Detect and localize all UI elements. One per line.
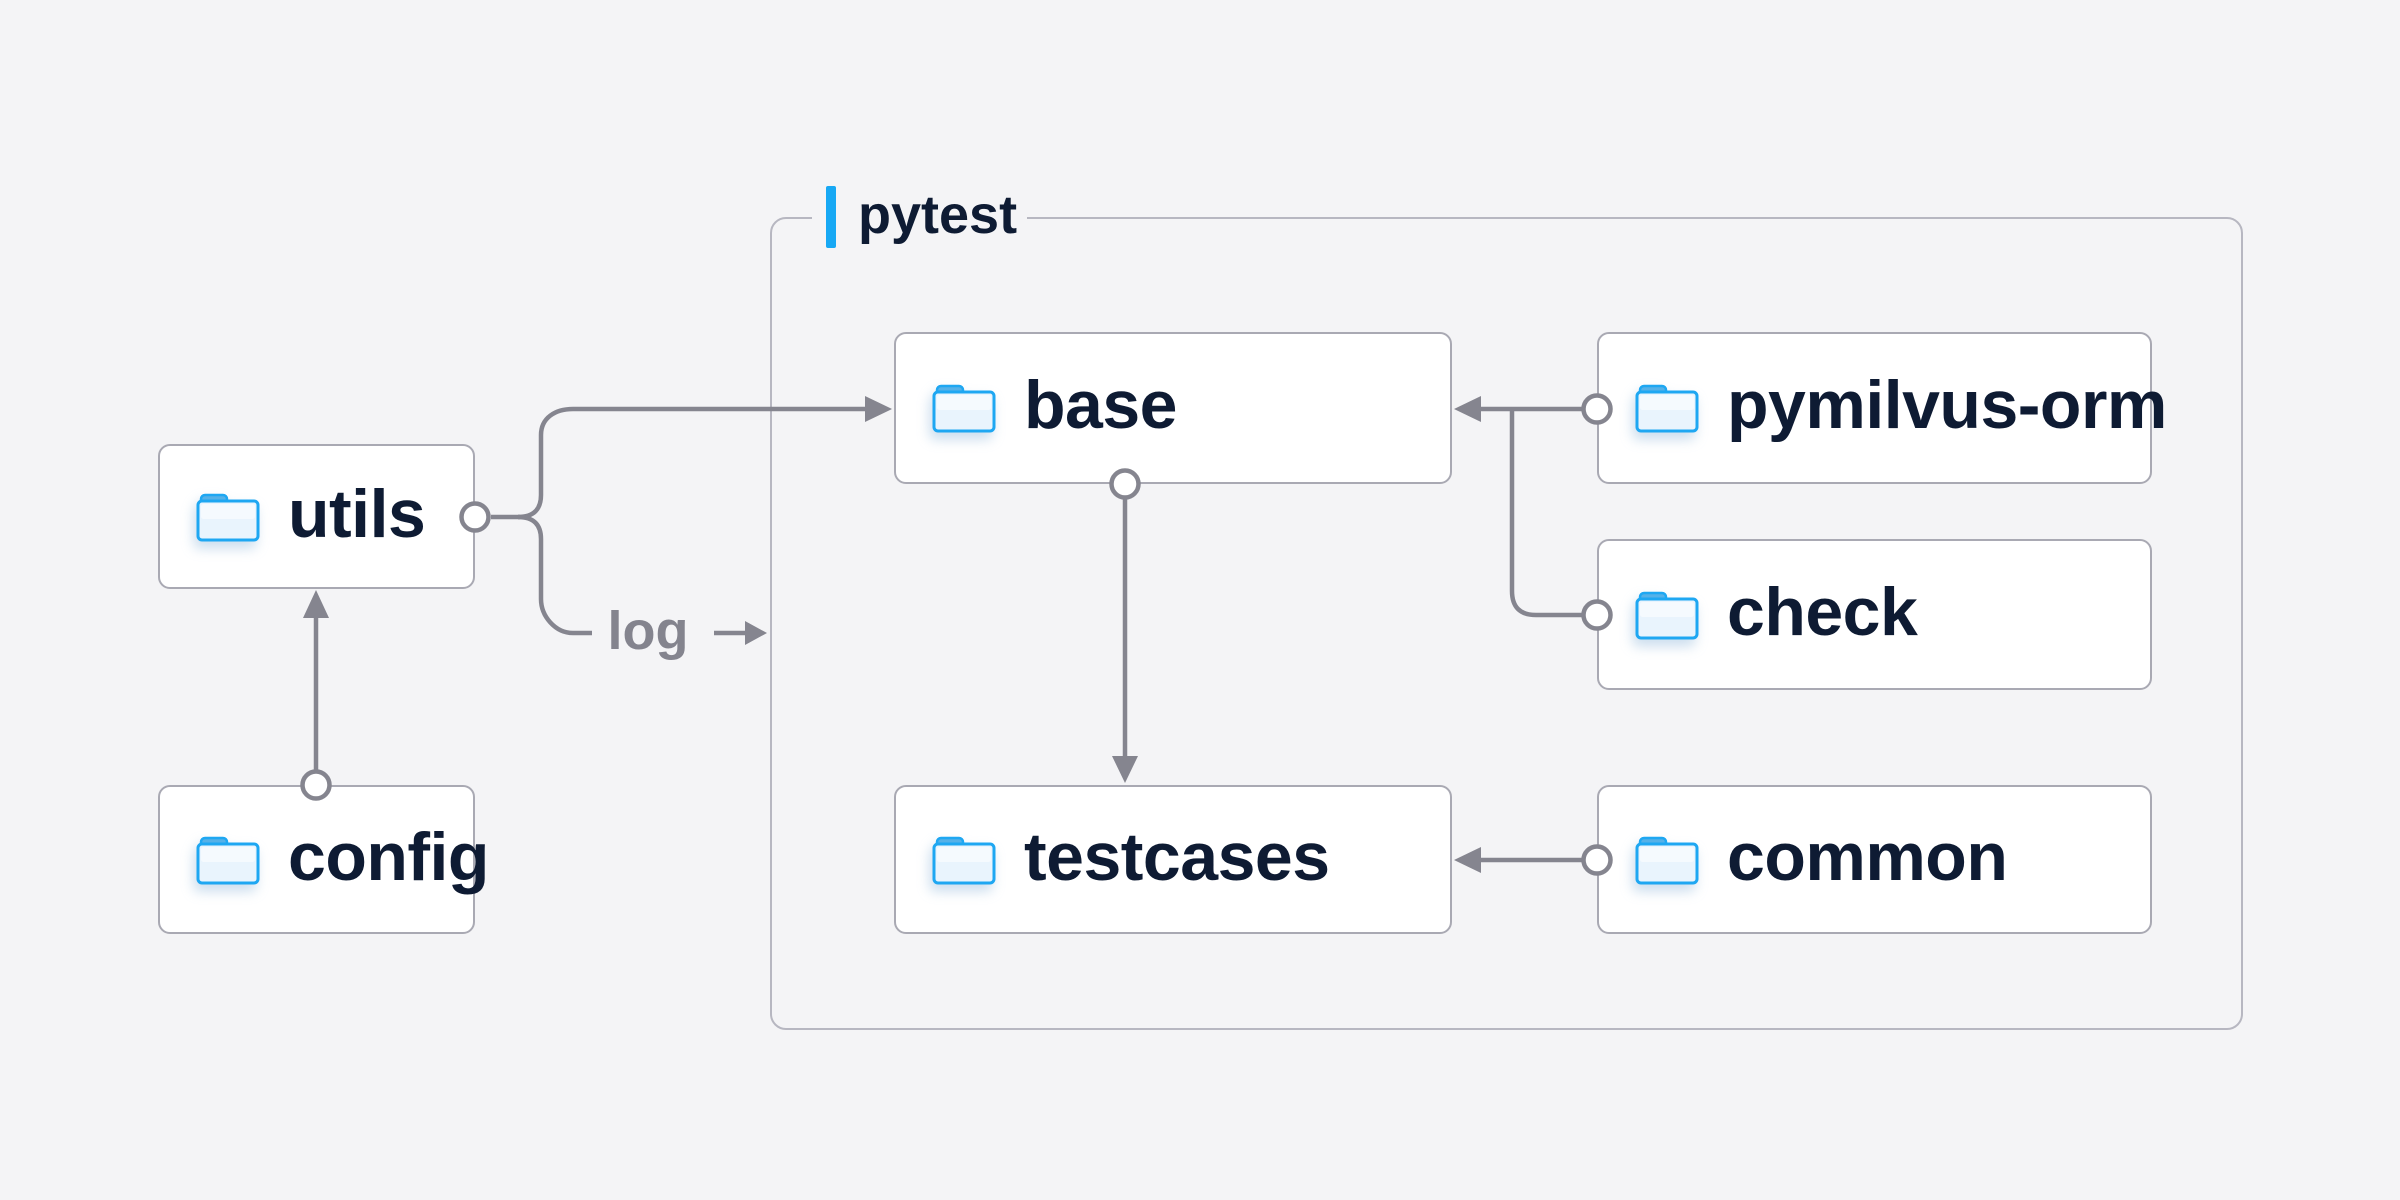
node-label: testcases — [1024, 818, 1330, 895]
node-testcases: testcases — [894, 785, 1452, 934]
node-common: common — [1597, 785, 2152, 934]
node-label: base — [1024, 367, 1178, 443]
node-label: check — [1727, 573, 1918, 650]
node-utils: utils — [158, 444, 475, 589]
group-title: pytest — [858, 185, 1018, 245]
node-check: check — [1597, 539, 2152, 690]
edge-label-log: log — [607, 601, 689, 661]
folder-icon — [932, 834, 996, 886]
node-label: config — [288, 818, 489, 895]
folder-icon — [196, 834, 260, 886]
arrowhead-up-icon — [303, 590, 329, 618]
edge-utils-log — [517, 514, 592, 636]
node-base: base — [894, 332, 1452, 484]
log-arrow-icon — [745, 621, 767, 645]
node-label: utils — [288, 475, 426, 552]
group-pytest-label: pytest — [812, 185, 1028, 248]
accent-bar-icon — [826, 186, 836, 248]
node-pymilvus-orm: pymilvus-orm — [1597, 332, 2167, 484]
folder-icon — [932, 382, 996, 434]
folder-icon — [1635, 589, 1699, 641]
node-config: config — [158, 785, 489, 934]
node-label: common — [1727, 818, 2008, 895]
folder-icon — [196, 491, 260, 543]
node-label: pymilvus-orm — [1727, 367, 2167, 443]
folder-icon — [1635, 382, 1699, 434]
folder-icon — [1635, 834, 1699, 886]
group-pytest — [770, 217, 2243, 1030]
